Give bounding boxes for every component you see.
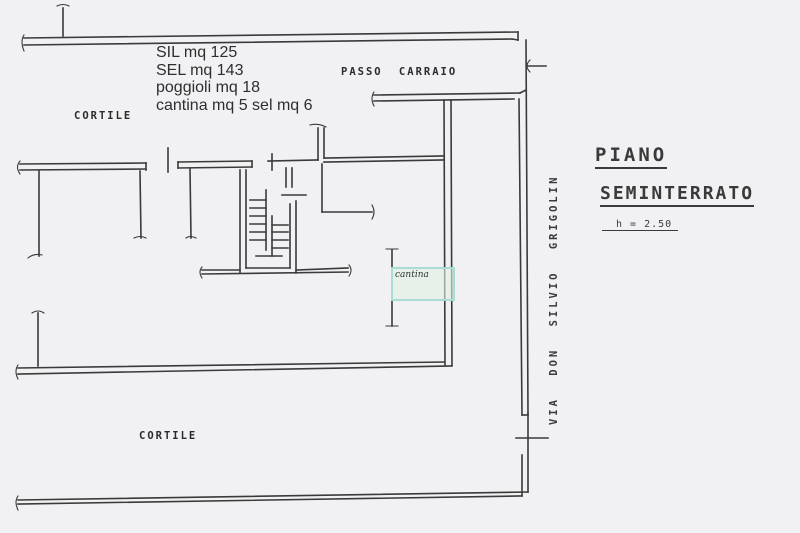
passo-carraio-label: PASSO CARRAIO	[341, 66, 458, 78]
bottom-boundary-wall	[15, 412, 549, 511]
area-summary: SIL mq 125 SEL mq 143 poggioli mq 18 can…	[156, 44, 313, 114]
sel-area: SEL mq 143	[156, 61, 244, 79]
cortile-top-label: CORTILE	[74, 110, 133, 122]
cortile-bottom-label: CORTILE	[139, 430, 198, 442]
building-walls	[16, 123, 445, 279]
title-seminterrato: SEMINTERRATO	[600, 183, 755, 207]
title-piano: PIANO	[595, 144, 668, 169]
inner-vertical-wall	[443, 99, 453, 366]
street-label: VIA DON SILVIO GRIGOLIN	[548, 174, 560, 425]
passo-carraio-wall	[371, 39, 547, 416]
cantina-area: cantina mq 5 sel mq 6	[156, 96, 313, 114]
lower-building-wall	[15, 310, 453, 380]
ceiling-height-note: h = 2.50	[602, 219, 679, 231]
cantina-room-label: cantina	[395, 270, 429, 280]
cantina-highlight	[391, 267, 455, 301]
top-boundary-wall	[21, 3, 519, 52]
sil-area: SIL mq 125	[156, 44, 238, 61]
poggioli-area: poggioli mq 18	[156, 79, 261, 96]
